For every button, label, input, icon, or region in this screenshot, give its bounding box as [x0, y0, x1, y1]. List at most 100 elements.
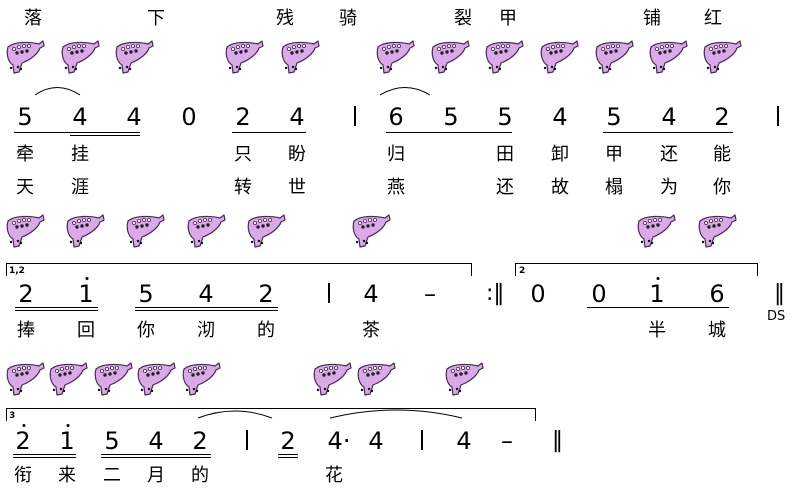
lyric-char: 牵 [16, 144, 34, 165]
note: 4 [289, 103, 305, 131]
ocarina-icon [539, 38, 579, 78]
note: 5 [104, 427, 120, 455]
lyric-char: 为 [660, 177, 678, 198]
note: 4 [126, 103, 142, 131]
volta-bracket [515, 263, 758, 276]
barline [328, 283, 330, 303]
note: 4 [552, 103, 568, 131]
note: 2 [280, 427, 296, 455]
volta-bracket [6, 408, 536, 421]
volta-bracket [6, 263, 472, 276]
note: 2 [714, 103, 730, 131]
ocarina-icon [48, 360, 88, 400]
note: 4 [72, 103, 88, 131]
lyric-char: 衔 [14, 465, 32, 486]
ocarina-icon [484, 38, 524, 78]
lyric-char: 世 [288, 177, 306, 198]
beam [15, 307, 98, 308]
beam [101, 454, 211, 455]
barline [777, 106, 779, 126]
repeat-end-sign: :‖ [486, 281, 505, 306]
note: 2 [192, 427, 208, 455]
note: 0 [530, 280, 546, 308]
ocarina-icon [702, 38, 742, 78]
ds-mark: DS [767, 309, 786, 324]
lyric-char: 花 [325, 465, 343, 486]
lyric-char: 城 [708, 320, 726, 341]
note: 0 [181, 103, 197, 131]
note: 5 [606, 103, 622, 131]
note: 4 [368, 427, 384, 455]
ocarina-icon [224, 38, 264, 78]
lyric-char: 燕 [387, 177, 405, 198]
beam [14, 132, 140, 133]
lyric-char: 还 [496, 177, 514, 198]
slur [34, 87, 81, 96]
note: 2 [15, 427, 31, 455]
beam [232, 132, 306, 133]
lyric-char: 下 [147, 8, 165, 29]
note: 4 [661, 103, 677, 131]
ocarina-icon [136, 360, 176, 400]
lyric-char: 裂 [454, 8, 472, 29]
beam [13, 457, 76, 458]
slur [379, 87, 431, 96]
lyric-char: 沏 [197, 320, 215, 341]
beam [278, 457, 298, 458]
octave-dot [66, 424, 70, 427]
lyric-char: 卸 [551, 144, 569, 165]
lyric-char: 田 [496, 144, 514, 165]
lyric-char: 二 [103, 465, 121, 486]
lyric-char: 还 [660, 144, 678, 165]
ocarina-icon [125, 212, 165, 252]
lyric-char: 挂 [71, 144, 89, 165]
lyric-char: 月 [147, 465, 165, 486]
end-sign: ‖ [552, 428, 563, 453]
ocarina-icon [312, 360, 352, 400]
ocarina-icon [5, 38, 45, 78]
beam [135, 310, 278, 311]
note: 4 [456, 427, 472, 455]
ocarina-icon [5, 360, 45, 400]
note: 6 [388, 103, 404, 131]
note: 0 [591, 280, 607, 308]
note: 5 [17, 103, 33, 131]
note: 2 [258, 280, 274, 308]
note: 1 [649, 280, 665, 308]
beam [603, 132, 733, 133]
beam [278, 454, 298, 455]
slur [329, 409, 463, 419]
lyric-char: 只 [234, 144, 252, 165]
ocarina-icon [648, 38, 688, 78]
ocarina-icon [186, 212, 226, 252]
lyric-char: 故 [551, 177, 569, 198]
note: 6 [709, 280, 725, 308]
lyric-char: 转 [234, 177, 252, 198]
lyric-char: 骑 [339, 8, 357, 29]
slur [197, 410, 273, 419]
beam [15, 310, 98, 311]
lyric-char: 盼 [288, 144, 306, 165]
beam [13, 454, 76, 455]
lyric-char: 涯 [71, 177, 89, 198]
lyric-char: 榻 [605, 177, 623, 198]
ocarina-icon [5, 212, 45, 252]
lyric-char: 残 [276, 8, 294, 29]
ocarina-icon [430, 38, 470, 78]
lyric-char: 来 [58, 465, 76, 486]
barline [421, 430, 423, 450]
ocarina-icon [65, 212, 105, 252]
lyric-char: 你 [137, 320, 155, 341]
octave-dot [85, 277, 89, 280]
lyric-char: 半 [648, 320, 666, 341]
end-sign: ‖ [774, 281, 785, 306]
note: 4· [327, 427, 351, 455]
ocarina-icon [280, 38, 320, 78]
ocarina-icon [444, 360, 484, 400]
lyric-char: 的 [191, 465, 209, 486]
volta-label: 1,2 [9, 266, 25, 276]
ocarina-icon [246, 212, 286, 252]
beam [587, 307, 729, 308]
